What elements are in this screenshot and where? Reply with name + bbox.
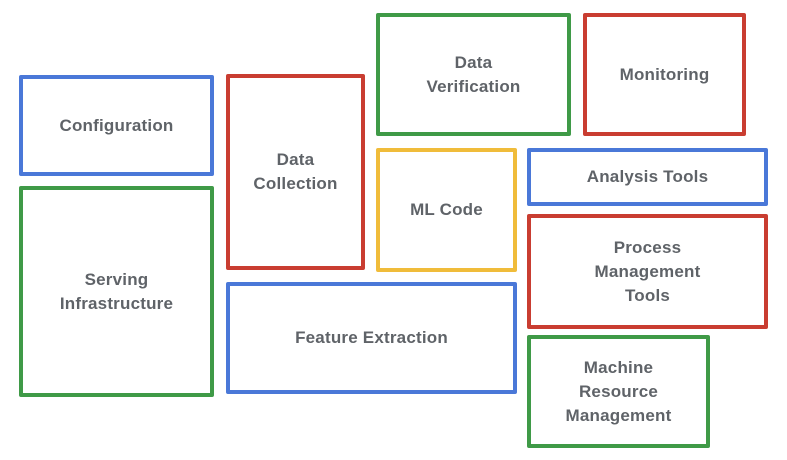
feature-extraction-box: Feature Extraction: [226, 282, 517, 394]
serving-infrastructure-label: Serving Infrastructure: [59, 269, 174, 313]
data-collection-box: Data Collection: [226, 74, 365, 270]
data-collection-label: Data Collection: [253, 150, 338, 193]
analysis-tools-box: Analysis Tools: [527, 148, 768, 206]
ml-code-box: ML Code: [376, 148, 517, 272]
monitoring-label: Monitoring: [619, 64, 710, 84]
ml-code-label: ML Code: [410, 200, 483, 219]
machine-resource-management-box: Machine Resource Management: [527, 335, 710, 448]
analysis-tools-label: Analysis Tools: [586, 167, 709, 186]
configuration-label: Configuration: [59, 115, 174, 135]
data-verification-box: Data Verification: [376, 13, 571, 136]
process-management-tools-box: Process Management Tools: [527, 214, 768, 329]
process-management-tools-label: Process Management Tools: [594, 237, 701, 305]
data-verification-label: Data Verification: [426, 52, 521, 96]
monitoring-box: Monitoring: [583, 13, 746, 136]
serving-infrastructure-box: Serving Infrastructure: [19, 186, 214, 397]
machine-resource-management-label: Machine Resource Management: [565, 357, 672, 425]
feature-extraction-label: Feature Extraction: [295, 328, 448, 347]
configuration-box: Configuration: [19, 75, 214, 176]
